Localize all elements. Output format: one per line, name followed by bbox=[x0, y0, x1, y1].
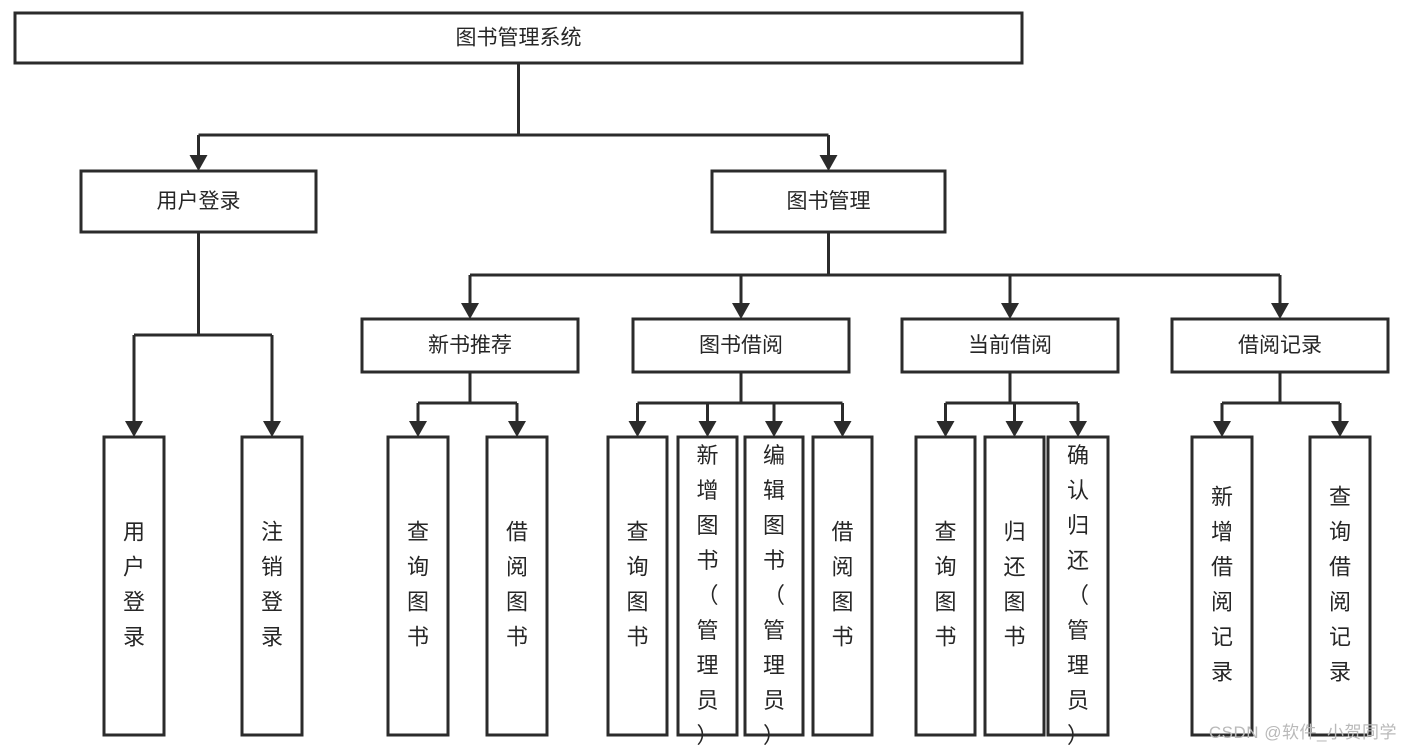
node-label-borrow-query-book: 查询图书 bbox=[626, 520, 648, 650]
node-label-book-manage: 图书管理 bbox=[787, 190, 871, 213]
node-box-borrow-record bbox=[1170, 317, 1390, 374]
node-recommend-query-book[interactable]: 查询图书 bbox=[386, 435, 450, 737]
arrow-to-current-borrow bbox=[1001, 303, 1019, 319]
node-label-borrow-borrow-book: 借阅图书 bbox=[831, 520, 853, 650]
arrow-to-recommend-borrow-book bbox=[508, 421, 526, 437]
arrow-to-recommend-query-book bbox=[409, 421, 427, 437]
node-box-borrow-add-book bbox=[676, 435, 739, 737]
node-current-query-book[interactable]: 查询图书 bbox=[914, 435, 977, 737]
node-borrow-query-book[interactable]: 查询图书 bbox=[606, 435, 669, 737]
arrow-to-user-login-signin bbox=[125, 421, 143, 437]
arrow-to-new-book-recommend bbox=[461, 303, 479, 319]
arrow-to-current-return-book bbox=[1005, 421, 1024, 437]
node-user-login[interactable]: 用户登录 bbox=[79, 169, 318, 234]
node-box-current-return-book bbox=[983, 435, 1046, 737]
node-label-current-confirm-return: 确认归还（管理员） bbox=[1067, 443, 1089, 747]
node-label-recommend-borrow-book: 借阅图书 bbox=[506, 520, 528, 650]
node-user-login-signin[interactable]: 用户登录 bbox=[102, 435, 166, 737]
arrow-to-record-query bbox=[1331, 421, 1349, 437]
arrow-to-borrow-add-book bbox=[698, 421, 717, 437]
node-recommend-borrow-book[interactable]: 借阅图书 bbox=[485, 435, 549, 737]
node-box-book-borrow bbox=[631, 317, 851, 374]
arrow-to-book-borrow bbox=[732, 303, 750, 319]
arrow-to-user-login bbox=[189, 155, 208, 171]
arrow-to-book-manage bbox=[819, 155, 838, 171]
node-box-root bbox=[13, 11, 1024, 65]
node-label-current-return-book: 归还图书 bbox=[1003, 520, 1025, 650]
node-borrow-add-book[interactable]: 新增图书（管理员） bbox=[676, 435, 739, 747]
node-label-user-login-signin: 用户登录 bbox=[123, 520, 145, 650]
arrow-to-record-add bbox=[1213, 421, 1231, 437]
node-borrow-edit-book[interactable]: 编辑图书（管理员） bbox=[743, 435, 805, 747]
arrow-to-borrow-borrow-book bbox=[833, 421, 852, 437]
node-borrow-record[interactable]: 借阅记录 bbox=[1170, 317, 1390, 374]
node-label-current-query-book: 查询图书 bbox=[934, 520, 956, 650]
node-label-borrow-edit-book: 编辑图书（管理员） bbox=[763, 443, 785, 747]
arrow-to-user-login-signout bbox=[263, 421, 281, 437]
node-current-confirm-return[interactable]: 确认归还（管理员） bbox=[1046, 435, 1110, 747]
node-label-user-login-signout: 注销登录 bbox=[261, 520, 283, 650]
node-label-record-query: 查询借阅记录 bbox=[1329, 485, 1351, 685]
node-new-book-recommend[interactable]: 新书推荐 bbox=[360, 317, 580, 374]
node-user-login-signout[interactable]: 注销登录 bbox=[240, 435, 304, 737]
node-label-borrow-record: 借阅记录 bbox=[1238, 334, 1322, 357]
node-record-query[interactable]: 查询借阅记录 bbox=[1308, 435, 1372, 737]
node-box-current-borrow bbox=[900, 317, 1120, 374]
node-box-borrow-borrow-book bbox=[811, 435, 874, 737]
node-label-current-borrow: 当前借阅 bbox=[968, 334, 1052, 357]
node-label-book-borrow: 图书借阅 bbox=[699, 334, 783, 357]
node-label-root: 图书管理系统 bbox=[456, 27, 582, 50]
node-box-current-query-book bbox=[914, 435, 977, 737]
node-box-new-book-recommend bbox=[360, 317, 580, 374]
node-current-borrow[interactable]: 当前借阅 bbox=[900, 317, 1120, 374]
arrow-to-current-query-book bbox=[936, 421, 955, 437]
node-box-user-login-signin bbox=[102, 435, 166, 737]
arrow-to-current-confirm-return bbox=[1069, 421, 1087, 437]
node-box-recommend-query-book bbox=[386, 435, 450, 737]
node-box-borrow-query-book bbox=[606, 435, 669, 737]
node-box-recommend-borrow-book bbox=[485, 435, 549, 737]
node-box-book-manage bbox=[710, 169, 947, 234]
node-box-user-login-signout bbox=[240, 435, 304, 737]
node-box-borrow-edit-book bbox=[743, 435, 805, 737]
arrow-to-borrow-record bbox=[1271, 303, 1289, 319]
node-label-record-add: 新增借阅记录 bbox=[1211, 485, 1233, 685]
node-book-borrow[interactable]: 图书借阅 bbox=[631, 317, 851, 374]
arrow-to-borrow-edit-book bbox=[765, 421, 783, 437]
node-current-return-book[interactable]: 归还图书 bbox=[983, 435, 1046, 737]
node-label-new-book-recommend: 新书推荐 bbox=[428, 334, 512, 357]
node-label-user-login: 用户登录 bbox=[157, 190, 241, 213]
node-record-add[interactable]: 新增借阅记录 bbox=[1190, 435, 1254, 737]
node-box-record-query bbox=[1308, 435, 1372, 737]
node-box-user-login bbox=[79, 169, 318, 234]
arrow-to-borrow-query-book bbox=[628, 421, 647, 437]
node-borrow-borrow-book[interactable]: 借阅图书 bbox=[811, 435, 874, 737]
node-root[interactable]: 图书管理系统 bbox=[13, 11, 1024, 65]
node-box-current-confirm-return bbox=[1046, 435, 1110, 737]
csdn-watermark: CSDN @软件_小贺同学 bbox=[1208, 723, 1397, 742]
node-label-borrow-add-book: 新增图书（管理员） bbox=[696, 443, 718, 747]
node-box-record-add bbox=[1190, 435, 1254, 737]
node-book-manage[interactable]: 图书管理 bbox=[710, 169, 947, 234]
node-label-recommend-query-book: 查询图书 bbox=[407, 520, 429, 650]
